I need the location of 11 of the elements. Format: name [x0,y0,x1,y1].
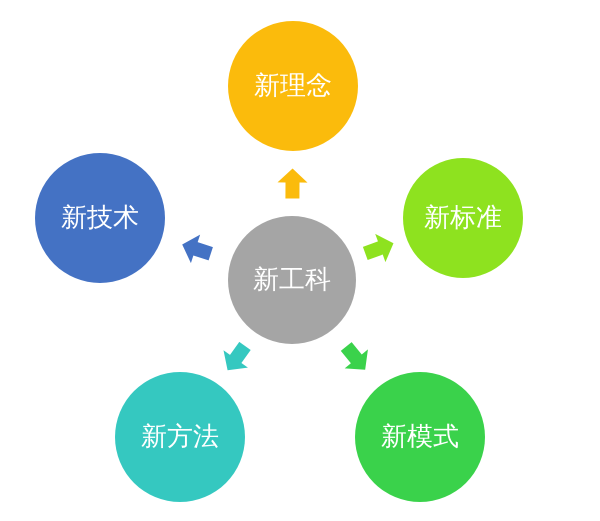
block-arrow [362,234,394,262]
block-arrow [182,234,213,264]
node-label: 新模式 [381,420,459,454]
node-label: 新理念 [254,70,332,102]
block-arrow [278,168,308,199]
block-arrow [340,342,368,370]
node-label: 新工科 [253,264,331,296]
node-label: 新标准 [424,202,502,234]
block-arrow [224,342,251,370]
node-label: 新方法 [141,420,219,454]
node-label: 新技术 [61,202,139,234]
